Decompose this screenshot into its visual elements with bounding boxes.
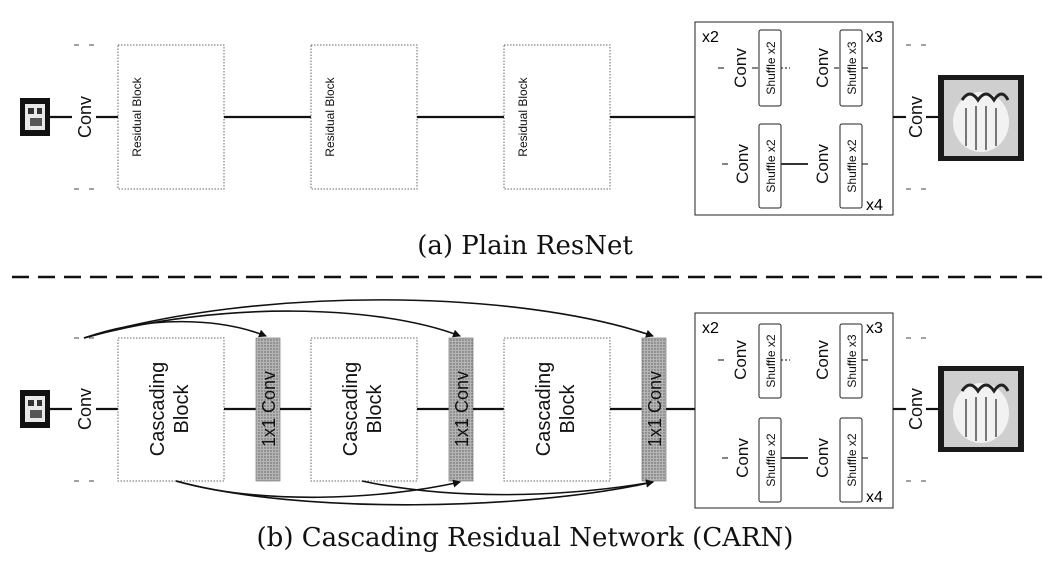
one-by-one-conv-label: 1x1 Conv [452,371,472,447]
cascading-block-label: Cascading [340,362,362,457]
shuffle-x2-label: Shuffle x2 [764,334,778,387]
cascade-connections-top [83,299,654,339]
one-by-one-conv-3: 1x1 Conv [641,337,667,482]
high-res-output-image [938,75,1024,161]
cascading-block-label: Cascading [533,362,555,457]
skip-arrow [361,479,654,496]
one-by-one-conv-label: 1x1 Conv [645,371,665,447]
conv-label: Conv [75,96,95,138]
residual-block-label: Residual Block [323,76,337,156]
shuffle-x2-label: Shuffle x2 [764,433,778,486]
conv-label: Conv [813,48,832,88]
conv-label: Conv [906,96,926,138]
skip-arrow [83,310,461,339]
residual-block-1: Residual Block [117,44,225,190]
conv-layer-out: Conv [906,337,926,482]
shuffle-x3-label: Shuffle x3 [845,334,859,387]
cascading-block-label: Block [364,384,386,434]
residual-block-3: Residual Block [503,44,611,190]
skip-arrow [175,479,654,506]
cascading-block-3: Cascading Block [503,337,611,482]
conv-label: Conv [75,388,95,430]
skip-arrow [83,299,654,339]
scale-x2-label: x2 [702,29,719,46]
shuffle-x2-label: Shuffle x2 [845,433,859,486]
conv-label: Conv [731,48,750,88]
cascading-block-1: Cascading Block [117,337,225,482]
residual-block-label: Residual Block [516,76,530,156]
shuffle-x3-label: Shuffle x3 [845,41,859,94]
cascade-connections-bottom [175,479,654,506]
upsampler-box-a: x2 x3 x4 Conv Shuffle x2 Conv Shuffle x3… [694,21,894,216]
conv-layer-in: Conv [74,44,95,190]
conv-label: Conv [733,438,752,478]
conv-label: Conv [813,340,832,380]
shuffle-x2-label: Shuffle x2 [764,139,778,192]
conv-label: Conv [813,438,832,478]
shuffle-x2-label: Shuffle x2 [845,139,859,192]
panel-b-carn: Conv Cascading Block 1x1 Conv Cascading … [20,299,1024,509]
residual-block-label: Residual Block [130,76,144,156]
scale-x3-label: x3 [866,320,883,337]
residual-block-2: Residual Block [310,44,418,190]
conv-label: Conv [813,144,832,184]
scale-x4-label: x4 [866,197,883,214]
skip-arrow [175,479,461,499]
shuffle-x2-label: Shuffle x2 [764,41,778,94]
one-by-one-conv-label: 1x1 Conv [259,371,279,447]
conv-label: Conv [906,388,926,430]
upsampler-box-b: x2 x3 x4 Conv Shuffle x2 Conv Shuffle x3… [694,312,894,509]
cascading-block-label: Cascading [147,362,169,457]
scale-x4-label: x4 [866,489,883,506]
low-res-input-image [20,98,50,136]
conv-layer-in: Conv [74,337,95,482]
panel-b-caption: (b) Cascading Residual Network (CARN) [257,523,794,553]
cascading-block-label: Block [171,384,193,434]
panel-a-plain-resnet: Conv Residual Block Residual Block Resid… [20,21,1024,216]
cascading-block-label: Block [557,384,579,434]
one-by-one-conv-2: 1x1 Conv [448,337,474,482]
cascading-block-2: Cascading Block [310,337,418,482]
one-by-one-conv-1: 1x1 Conv [255,337,281,482]
high-res-output-image [938,366,1024,452]
scale-x2-label: x2 [702,320,719,337]
conv-label: Conv [733,144,752,184]
conv-label: Conv [731,340,750,380]
panel-a-caption: (a) Plain ResNet [417,231,633,261]
scale-x3-label: x3 [866,29,883,46]
conv-layer-out: Conv [906,44,926,190]
low-res-input-image [20,390,50,428]
